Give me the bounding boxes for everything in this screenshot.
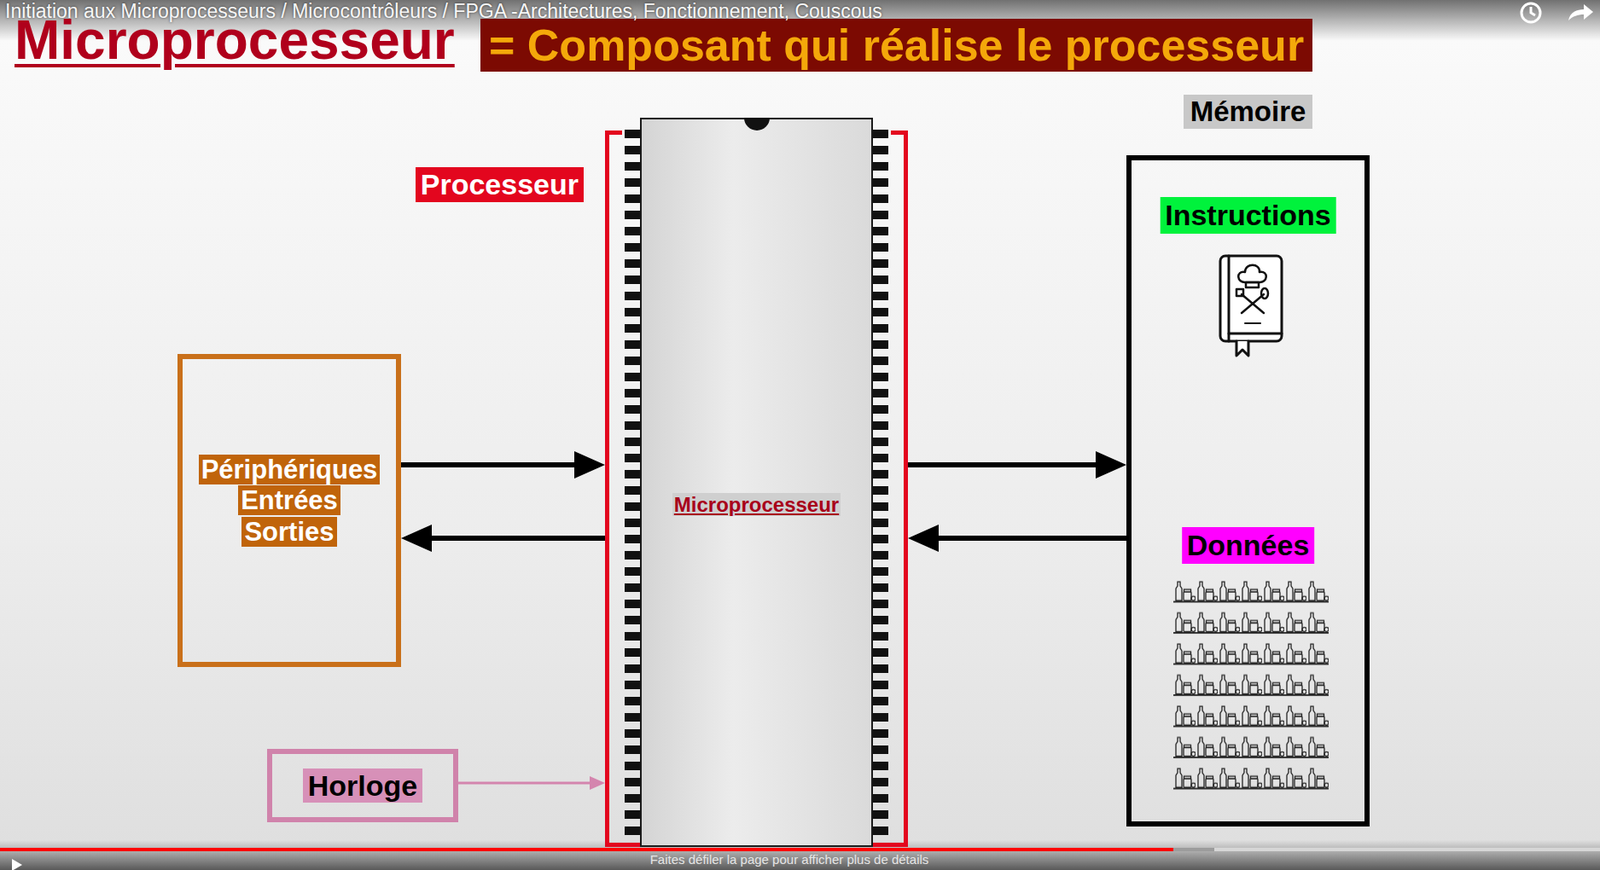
text-wrap: Processeur (415, 167, 584, 203)
progress-rest (1214, 848, 1600, 852)
share-icon (1568, 4, 1594, 21)
data-label: Données (1186, 528, 1310, 564)
arrow-connector (401, 462, 578, 468)
instructions-tag: Instructions (1159, 197, 1337, 234)
arrow-connector (428, 535, 606, 542)
text-holder: Mémoire (1097, 94, 1399, 129)
video-hint: Faites défiler la page pour afficher plu… (650, 853, 930, 868)
progress-buffered (1173, 848, 1215, 852)
text-holder: Processeur (415, 167, 584, 203)
text-holder: Horloge (272, 754, 454, 818)
text-wrap: Horloge (302, 768, 423, 804)
text-wrap: Données (1186, 528, 1310, 564)
clock-label: Horloge (302, 768, 423, 804)
video-title: Initiation aux Microprocesseurs / Microc… (5, 0, 883, 23)
clock-icon (1521, 3, 1541, 23)
text-wrap: Mémoire (1097, 94, 1399, 129)
instructions-label: Instructions (1164, 197, 1332, 233)
text-wrap: Microprocesseur (641, 492, 872, 518)
arrow-connector (907, 462, 1100, 468)
data-tag: Données (1181, 527, 1315, 565)
processor-label: Processeur (415, 167, 584, 203)
chip-label: Microprocesseur (672, 493, 841, 517)
definition-banner: = Composant qui réalise le processeur (480, 18, 1313, 72)
memory-label: Mémoire (1183, 94, 1314, 129)
text-wrap: Périphériques Entrées Sorties (198, 454, 381, 548)
io-peripherals-box: Périphériques Entrées Sorties (177, 354, 402, 668)
arrow-connector (935, 535, 1127, 542)
processor-frame: ProcesseurMicroprocesseur (605, 130, 908, 848)
text-holder: Instructions (1164, 197, 1332, 233)
text-holder: Périphériques Entrées Sorties (182, 359, 396, 663)
chip-pins-right (872, 129, 889, 844)
text-wrap: Instructions (1164, 197, 1332, 233)
peripherals-label: Périphériques Entrées Sorties (198, 454, 381, 547)
text-holder: Données (1186, 528, 1310, 564)
recipe-book-icon (1220, 256, 1282, 356)
text-holder: Microprocesseur (641, 492, 872, 518)
pantry-shelves-icon (1173, 576, 1329, 796)
play-icon (11, 859, 23, 870)
arrow-connector (458, 782, 592, 786)
clock-box: Horloge (267, 749, 459, 823)
microprocessor-chip: Microprocesseur (640, 117, 873, 848)
memory-box: MémoireInstructionsDonnées (1126, 155, 1370, 827)
chip-pins-left (624, 129, 640, 844)
progress-played (0, 848, 1174, 852)
